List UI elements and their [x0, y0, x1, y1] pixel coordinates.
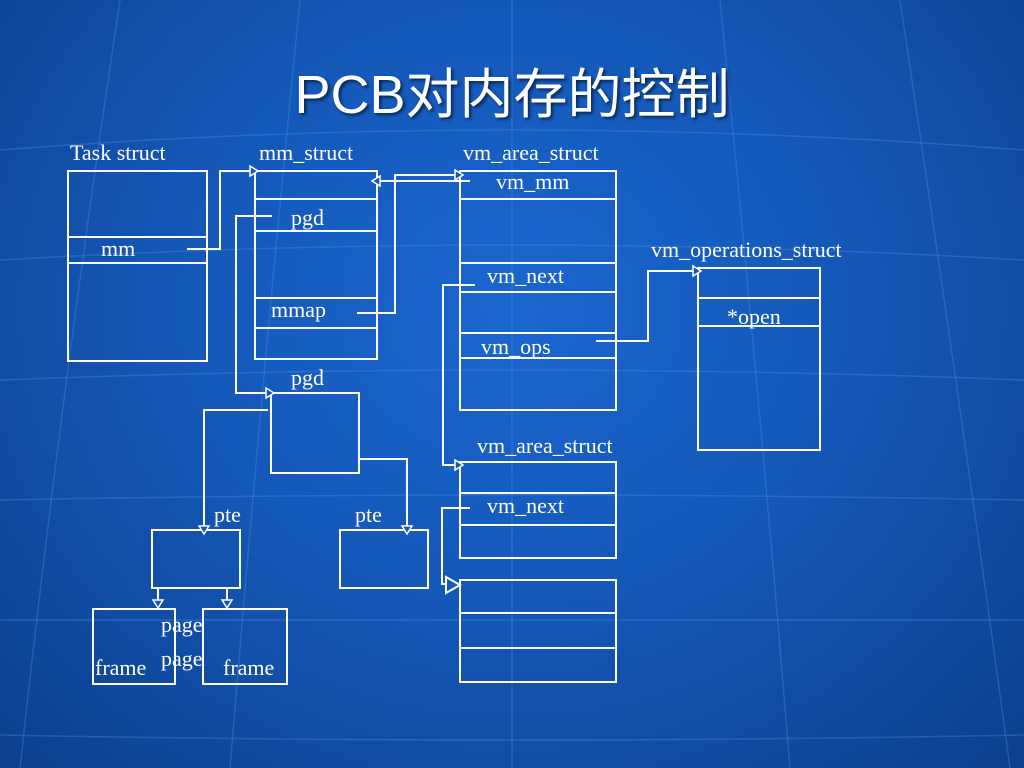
- vm-area-struct-1-box: [459, 170, 617, 411]
- arrowhead: [265, 386, 276, 400]
- pgd-to-pgd-table-connector: [235, 215, 272, 394]
- pgd-table-caption: pgd: [291, 365, 324, 390]
- page-frame-right-page-label: page: [161, 646, 203, 671]
- arrowhead: [445, 575, 463, 595]
- pte-right-caption: pte: [355, 502, 382, 527]
- arrowhead: [454, 168, 465, 182]
- mm-struct-mmap-field: mmap: [271, 297, 326, 322]
- arrowhead: [454, 458, 465, 472]
- pgd-table-box: [270, 392, 360, 474]
- arrowhead: [249, 164, 260, 178]
- mm-struct-caption: mm_struct: [259, 140, 354, 165]
- page-frame-right-box: [202, 608, 288, 685]
- arrowhead: [151, 599, 165, 610]
- vm-ops-to-vm-operations-connector: [596, 270, 693, 342]
- task-struct-mm-field: mm: [101, 236, 136, 261]
- page-frame-left-frame-label: frame: [95, 655, 147, 680]
- pte-left-caption: pte: [214, 502, 241, 527]
- page-frame-left-page-label: page: [161, 612, 203, 637]
- arrowhead: [220, 599, 234, 610]
- vm-area-struct-vm-next-field: vm_next: [487, 263, 564, 288]
- vm-area-struct-2-box: [459, 461, 617, 559]
- task-struct-box: [67, 170, 208, 362]
- mmap-to-vm-area-connector: [357, 174, 455, 314]
- vm-area-struct-2-caption: vm_area_struct: [477, 433, 613, 458]
- mm-struct-box: [254, 170, 378, 360]
- pte-right-box: [339, 529, 429, 589]
- pte-left-box: [151, 529, 241, 589]
- page-frame-left-box: [92, 608, 176, 685]
- vm-area-struct-3-box: [459, 579, 617, 683]
- mm-struct-pgd-field: pgd: [291, 205, 324, 230]
- arrowhead: [400, 525, 414, 536]
- pgd-to-pte-right-connector: [359, 458, 408, 526]
- vm-operations-open-field: *open: [727, 304, 781, 329]
- vm-area-struct-vm-mm-field: vm_mm: [496, 169, 570, 194]
- vm-area-struct-1-caption: vm_area_struct: [463, 140, 599, 165]
- vm-area-struct-2-vm-next-field: vm_next: [487, 493, 564, 518]
- vm-operations-struct-caption: vm_operations_struct: [651, 237, 842, 262]
- arrowhead: [197, 525, 211, 536]
- page-frame-right-frame-label: frame: [223, 655, 275, 680]
- arrowhead: [692, 264, 703, 278]
- vm-operations-struct-box: [697, 267, 821, 451]
- vm-area-struct-vm-ops-field: vm_ops: [481, 334, 551, 359]
- mm-to-mm-struct-connector: [187, 170, 250, 250]
- arrowhead: [370, 174, 381, 188]
- vm-next-2-to-vm-area-3-connector: [441, 507, 470, 585]
- vm-next-to-vm-area-2-connector: [442, 284, 475, 466]
- slide-title: PCB对内存的控制: [294, 65, 730, 125]
- pgd-to-pte-left-connector: [203, 409, 268, 526]
- task-struct-caption: Task struct: [70, 140, 166, 165]
